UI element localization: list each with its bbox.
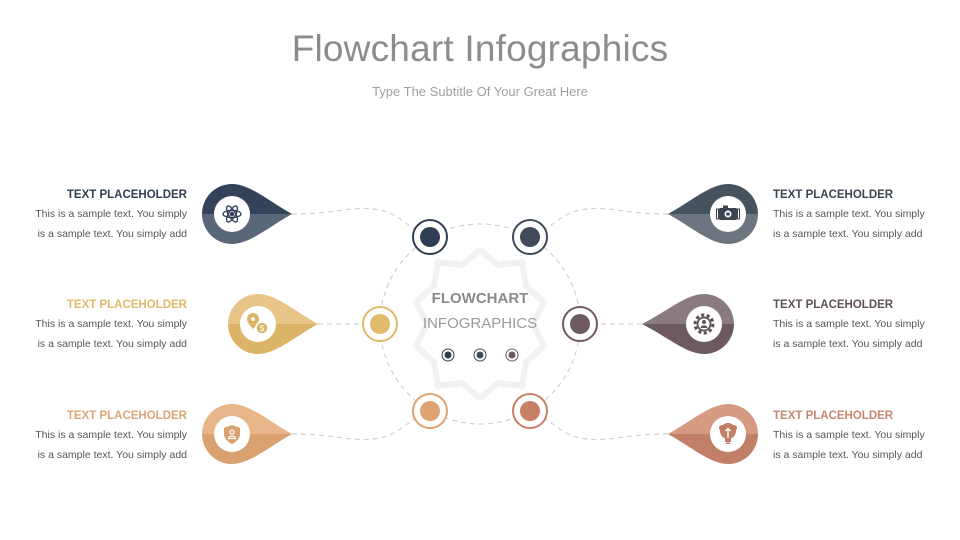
pin-shield-user bbox=[202, 404, 292, 464]
heading-right-1: TEXT PLACEHOLDER bbox=[773, 189, 894, 201]
body-right-2-line2: is a sample text. You simply add bbox=[773, 337, 923, 350]
center-title-line1: FLOWCHART bbox=[431, 290, 529, 307]
center-dots bbox=[441, 348, 519, 362]
node-bottom-right[interactable] bbox=[512, 393, 548, 429]
pin-atom bbox=[202, 184, 292, 244]
pin-lightbulb bbox=[668, 404, 758, 464]
gear-user-icon bbox=[693, 313, 715, 335]
location-dollar-icon: $ bbox=[247, 313, 269, 335]
heading-left-1: TEXT PLACEHOLDER bbox=[66, 189, 187, 201]
body-left-2-line2: is a sample text. You simply add bbox=[37, 337, 187, 350]
shield-user-icon bbox=[224, 425, 240, 444]
pin-camera bbox=[668, 184, 758, 244]
connector-bottom-right bbox=[529, 410, 669, 441]
body-left-3-line1: This is a sample text. You simply bbox=[35, 429, 187, 441]
node-bottom-left[interactable] bbox=[412, 393, 448, 429]
pin-gear-user bbox=[642, 294, 734, 354]
text-block-right-3: TEXT PLACEHOLDER This is a sample text. … bbox=[773, 407, 960, 465]
body-right-3-line1: This is a sample text. You simply bbox=[773, 429, 925, 441]
pin-location-dollar: $ bbox=[228, 294, 318, 354]
text-block-right-1: TEXT PLACEHOLDER This is a sample text. … bbox=[773, 186, 960, 244]
lightbulb-brain-icon bbox=[719, 423, 737, 444]
camera-icon bbox=[716, 205, 740, 220]
body-left-3-line2: is a sample text. You simply add bbox=[37, 448, 187, 461]
body-right-1-line1: This is a sample text. You simply bbox=[773, 208, 925, 220]
connector-top-right bbox=[529, 207, 669, 238]
heading-left-2: TEXT PLACEHOLDER bbox=[66, 299, 187, 311]
text-block-left-3: TEXT PLACEHOLDER This is a sample text. … bbox=[0, 407, 187, 465]
connector-top-left bbox=[291, 207, 431, 238]
body-right-2-line1: This is a sample text. You simply bbox=[773, 318, 925, 330]
node-mid-right[interactable] bbox=[562, 306, 598, 342]
center-title: FLOWCHART INFOGRAPHICS bbox=[400, 290, 560, 332]
node-top-left[interactable] bbox=[412, 219, 448, 255]
page-title: Flowchart Infographics bbox=[291, 28, 669, 69]
svg-text:$: $ bbox=[260, 324, 265, 333]
heading-right-2: TEXT PLACEHOLDER bbox=[773, 299, 894, 311]
text-block-left-1: TEXT PLACEHOLDER This is a sample text. … bbox=[0, 186, 187, 244]
node-top-right[interactable] bbox=[512, 219, 548, 255]
body-left-1-line1: This is a sample text. You simply bbox=[35, 208, 187, 220]
center-title-line2: INFOGRAPHICS bbox=[422, 315, 538, 332]
page-subtitle: Type The Subtitle Of Your Great Here bbox=[372, 84, 588, 99]
heading-left-3: TEXT PLACEHOLDER bbox=[66, 410, 187, 422]
heading-right-3: TEXT PLACEHOLDER bbox=[773, 410, 894, 422]
text-block-left-2: TEXT PLACEHOLDER This is a sample text. … bbox=[0, 296, 187, 354]
body-right-3-line2: is a sample text. You simply add bbox=[773, 448, 923, 461]
body-right-1-line2: is a sample text. You simply add bbox=[773, 227, 923, 240]
node-mid-left[interactable] bbox=[362, 306, 398, 342]
body-left-1-line2: is a sample text. You simply add bbox=[37, 227, 187, 240]
body-left-2-line1: This is a sample text. You simply bbox=[35, 318, 187, 330]
atom-icon bbox=[222, 205, 242, 223]
text-block-right-2: TEXT PLACEHOLDER This is a sample text. … bbox=[773, 296, 960, 354]
connector-bottom-left bbox=[291, 410, 431, 441]
